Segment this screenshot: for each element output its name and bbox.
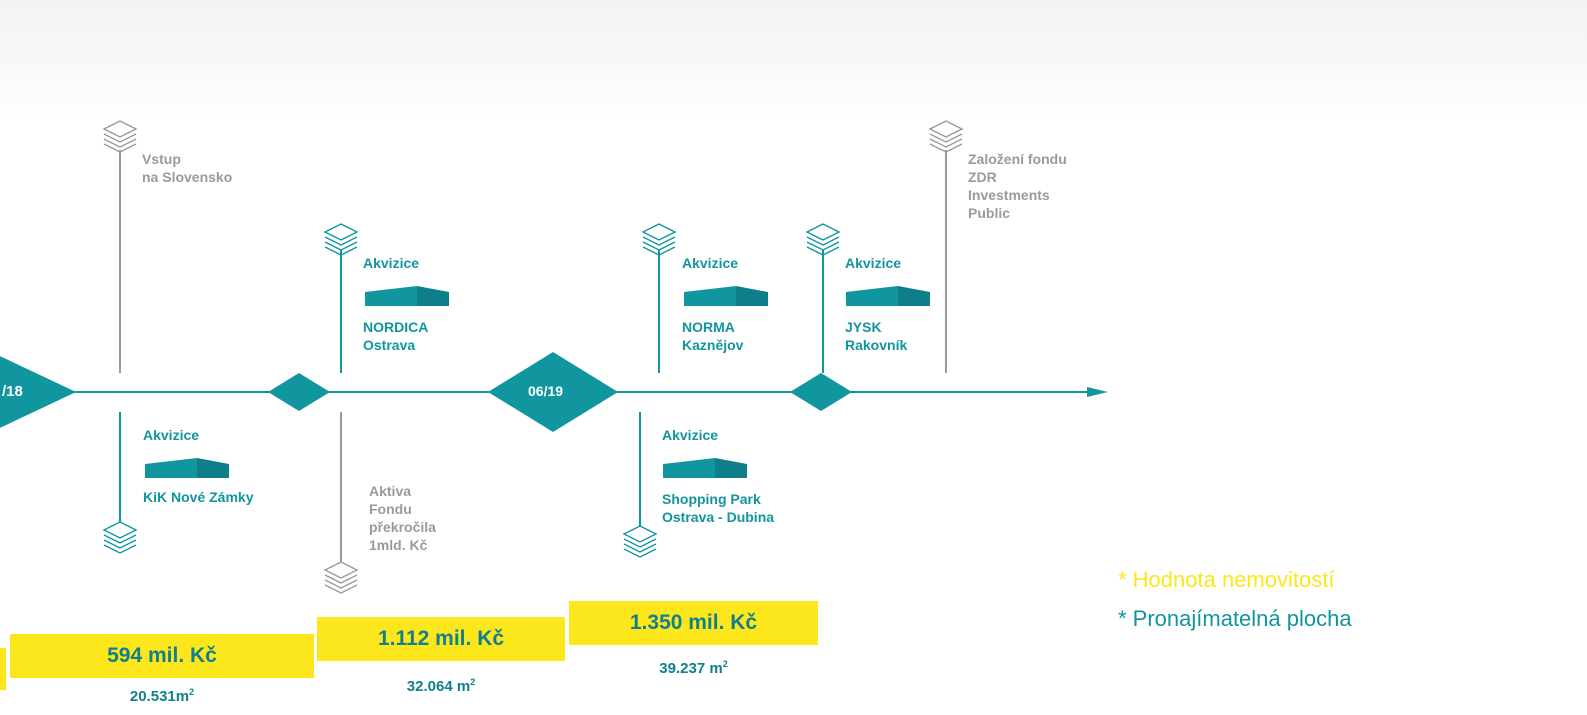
value-box-594: 594 mil. Kč [10,634,314,678]
start-marker-label: /18 [2,383,23,400]
layers-icon [642,223,676,256]
acquisition-norma-title: Akvizice [682,255,739,271]
legend-value: * Hodnota nemovitostí [1118,567,1335,592]
diamond-small-2 [790,373,852,411]
acquisition-jysk-title: Akvizice [845,255,902,271]
layers-icon [103,120,137,153]
legend-area: * Pronajímatelná plocha [1118,606,1352,631]
value-box-partial [0,648,6,690]
area-32064: 32.064 m2 [406,677,476,695]
diamond-mid [488,352,618,432]
building-icon [846,286,930,306]
milestone-vstup: Vstup na Slovensko [142,151,233,185]
timeline-arrowhead [1087,387,1108,397]
acquisition-nordica-title: Akvizice [363,255,420,271]
building-icon [365,286,449,306]
building-icon [663,458,747,478]
acquisition-nordica-name: NORDICA Ostrava [363,319,429,353]
layers-icon [929,120,963,153]
acquisition-kik-name: KiK Nové Zámky [143,489,254,505]
acquisition-shopping-title: Akvizice [662,427,719,443]
header-band [0,0,1587,120]
layers-icon [103,521,137,554]
building-icon [684,286,768,306]
acquisition-jysk-name: JYSK Rakovník [845,319,908,353]
building-icon [145,458,229,478]
value-box-1350: 1.350 mil. Kč [569,601,818,645]
acquisition-kik-title: Akvizice [143,427,200,443]
mid-marker-label: 06/19 [528,383,564,399]
layers-icon [806,223,840,256]
acquisition-shopping-name: Shopping Park Ostrava - Dubina [662,491,775,525]
milestone-aktiva: Aktiva Fondu překročila 1mld. Kč [369,483,436,553]
area-20531: 20.531m2 [129,687,195,705]
acquisition-norma-name: NORMA Kaznějov [682,319,744,353]
layers-icon [324,561,358,594]
area-39237: 39.237 m2 [659,659,728,677]
layers-icon [623,525,657,558]
value-box-1112: 1.112 mil. Kč [317,617,565,661]
milestone-zalozeni: Založení fondu ZDR Investments Public [968,151,1067,221]
diamond-small-1 [268,373,330,411]
diamond-start [0,356,76,428]
layers-icon [324,223,358,256]
